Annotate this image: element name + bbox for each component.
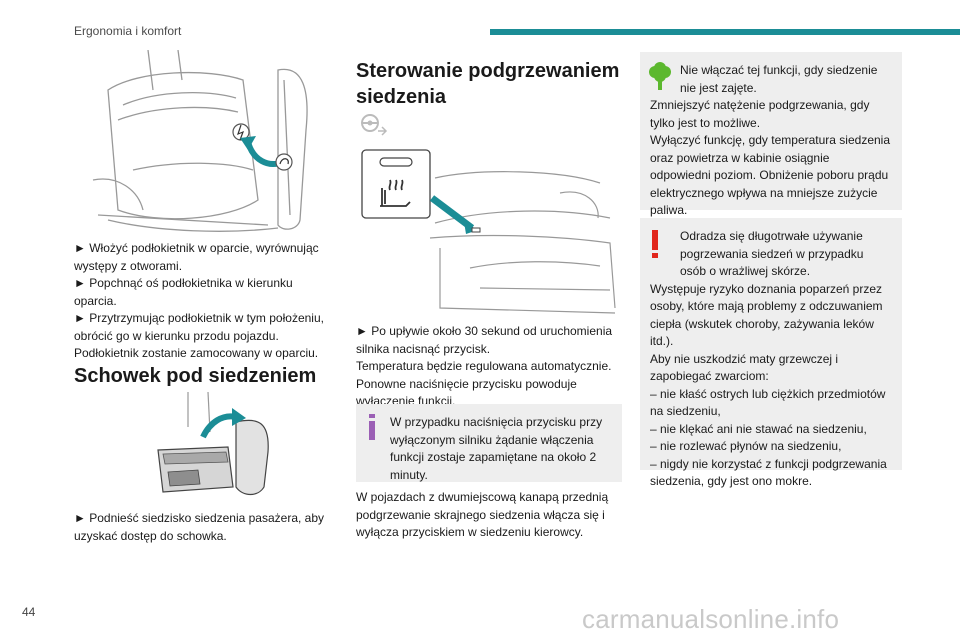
eco-box: Nie włączać tej funkcji, gdy siedzenie n… xyxy=(640,52,902,217)
eco-tree-icon xyxy=(649,62,671,90)
exclamation-warning-icon xyxy=(652,230,658,258)
seat-heating-step-1: ► Po upływie około 30 sekund od uruchomi… xyxy=(356,324,613,356)
eco-box-line-3: Wyłączyć funkcję, gdy temperatura siedze… xyxy=(650,133,890,217)
storage-instructions: ► Podnieść siedzisko siedzenia pasażera,… xyxy=(74,510,336,545)
warning-line-1: Odradza się długotrwałe używanie pogrzew… xyxy=(680,229,864,278)
info-box-text: W przypadku naciśnięcia przycisku przy w… xyxy=(390,415,603,482)
seat-heating-heading-line1: Sterowanie podgrzewaniem xyxy=(356,60,620,82)
warning-box: Odradza się długotrwałe używanie pogrzew… xyxy=(640,218,902,488)
storage-step: ► Podnieść siedzisko siedzenia pasażera,… xyxy=(74,511,325,543)
eco-box-line-2: Zmniejszyć natężenie podgrzewania, gdy t… xyxy=(650,98,870,130)
armrest-instructions: ► Włożyć podłokietnik w oparcie, wyrównu… xyxy=(74,240,336,363)
seat-heating-step-2: Temperatura będzie regulowana automatycz… xyxy=(356,359,612,373)
header-accent-bar xyxy=(490,29,960,35)
warning-line-2: Występuje ryzyko doznania poparzeń przez… xyxy=(650,281,883,349)
warning-line-4: – nie kłaść ostrych lub ciężkich przedmi… xyxy=(650,386,886,419)
seat-heating-footer: W pojazdach z dwumiejscową kanapą przedn… xyxy=(356,489,622,542)
watermark: carmanualsonline.info xyxy=(582,604,840,634)
armrest-step-2: ► Popchnąć oś podłokietnika w kierunku o… xyxy=(74,276,293,308)
storage-drawer-illustration xyxy=(157,392,269,496)
armrest-step-1: ► Włożyć podłokietnik w oparcie, wyrównu… xyxy=(74,241,319,273)
warning-line-6: – nie rozlewać płynów na siedzeniu, xyxy=(650,439,842,453)
seat-heating-instructions: ► Po upływie około 30 sekund od uruchomi… xyxy=(356,323,622,411)
storage-heading: Schowek pod siedzeniem xyxy=(74,365,317,387)
info-box: W przypadku naciśnięcia przycisku przy w… xyxy=(356,404,622,482)
warning-line-5: – nie klękać ani nie stawać na siedzeniu… xyxy=(650,421,867,436)
page-number: 44 xyxy=(22,605,36,619)
seat-heating-footer-text: W pojazdach z dwumiejscową kanapą przedn… xyxy=(356,490,609,539)
seat-heating-illustration xyxy=(361,149,616,314)
warning-line-7: – nigdy nie korzystać z funkcji podgrzew… xyxy=(650,456,887,489)
section-title: Ergonomia i komfort xyxy=(74,24,182,38)
eco-box-line-1: Nie włączać tej funkcji, gdy siedzenie n… xyxy=(680,63,878,95)
steering-wheel-icon xyxy=(356,113,388,137)
warning-line-3: Aby nie uszkodzić maty grzewczej i zapob… xyxy=(650,351,839,384)
info-i-icon xyxy=(369,414,375,440)
armrest-step-3: ► Przytrzymując podłokietnik w tym położ… xyxy=(74,311,324,343)
seat-heating-heading: Sterowanie podgrzewaniem siedzenia xyxy=(356,58,622,110)
armrest-illustration xyxy=(92,50,308,232)
armrest-step-4: Podłokietnik zostanie zamocowany w oparc… xyxy=(74,346,319,360)
seat-heating-heading-line2: siedzenia xyxy=(356,86,447,108)
